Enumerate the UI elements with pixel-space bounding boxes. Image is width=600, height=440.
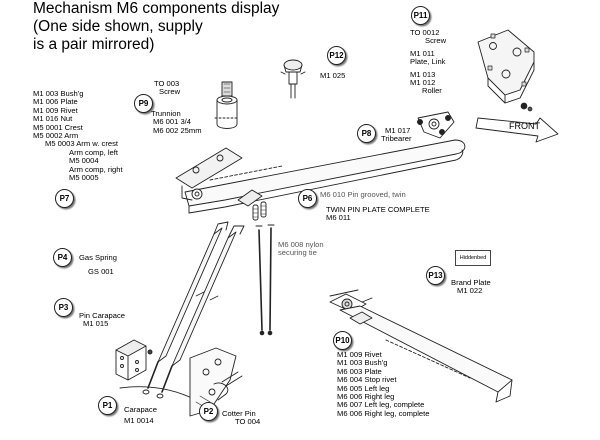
pin-carapace-drawing	[115, 339, 153, 381]
nylon-ties-drawing	[255, 224, 275, 336]
trunnion-drawing	[214, 81, 240, 129]
leg-assembly-drawing	[329, 289, 513, 403]
arm-plate-drawing	[175, 147, 243, 201]
label-p4: Gas Spring GS 001	[79, 253, 117, 277]
callout-p9: P9	[134, 94, 153, 113]
label-p13: M1 009 Rivet M1 003 Bush'g M6 003 Plate …	[337, 350, 430, 418]
gas-spring-drawing	[142, 221, 245, 399]
label-p11: M1 025	[320, 71, 346, 80]
callout-p4: P4	[53, 248, 72, 267]
label-p10: TO 0012 Screw M1 011 Plate, Link M1 013 …	[410, 28, 447, 96]
long-arm-drawing	[184, 139, 466, 214]
title-line-3: is a pair mirrored)	[33, 36, 155, 53]
link-plate-drawing	[477, 29, 535, 104]
title-line-2: (One side shown, supply	[33, 18, 203, 35]
title-line-1: Mechanism M6 components display	[33, 0, 280, 17]
callout-p6: P6	[298, 189, 317, 208]
label-p6-pin: M6 010 Pin grooved, twin	[320, 190, 406, 199]
callout-p1: P1	[98, 396, 117, 415]
link-screws	[487, 33, 533, 112]
label-front: FRONT	[509, 121, 540, 131]
tribearer-drawing	[417, 111, 455, 139]
label-nylon-tie: M6 008 nylon securing tie	[278, 240, 324, 258]
brand-plate-icon: Hiddenbed	[455, 250, 491, 266]
label-p1: Carapace M1 0014	[124, 405, 157, 426]
label-p9-trunnion: Trunnion M6 001 3/4 M6 002 25mm	[151, 109, 202, 135]
callout-p2: P2	[199, 402, 218, 421]
knob-drawing	[280, 59, 306, 99]
callout-p11: P12	[327, 46, 346, 65]
label-p7: M1 003 Bush'g M1 006 Plate M1 009 Rivet …	[33, 89, 123, 183]
callout-p10: P11	[411, 6, 430, 25]
label-p3: Pin Carapace M1 015	[79, 311, 126, 329]
label-p9-screw: TO 003 Screw	[154, 79, 181, 97]
callout-p8: P8	[357, 124, 376, 143]
label-p2: Cotter Pin TO 004	[222, 409, 261, 427]
callout-p13: P10	[333, 331, 352, 350]
callout-p12: P13	[426, 266, 445, 285]
callout-p3: P3	[54, 298, 73, 317]
callout-p7: P7	[55, 189, 74, 208]
label-p12: Brand Plate M1 022	[451, 278, 491, 296]
label-twin-pin-plate: TWIN PIN PLATE COMPLETE M6 011	[326, 205, 430, 223]
front-arrow	[475, 117, 559, 143]
twin-pin-drawing	[237, 189, 267, 221]
diagram-title: Mechanism M6 components display (One sid…	[33, 0, 279, 54]
label-p8: M1 017 Tribearer	[381, 126, 412, 144]
carapace-drawing	[119, 347, 237, 417]
cotter-pin-drawing	[213, 371, 243, 401]
